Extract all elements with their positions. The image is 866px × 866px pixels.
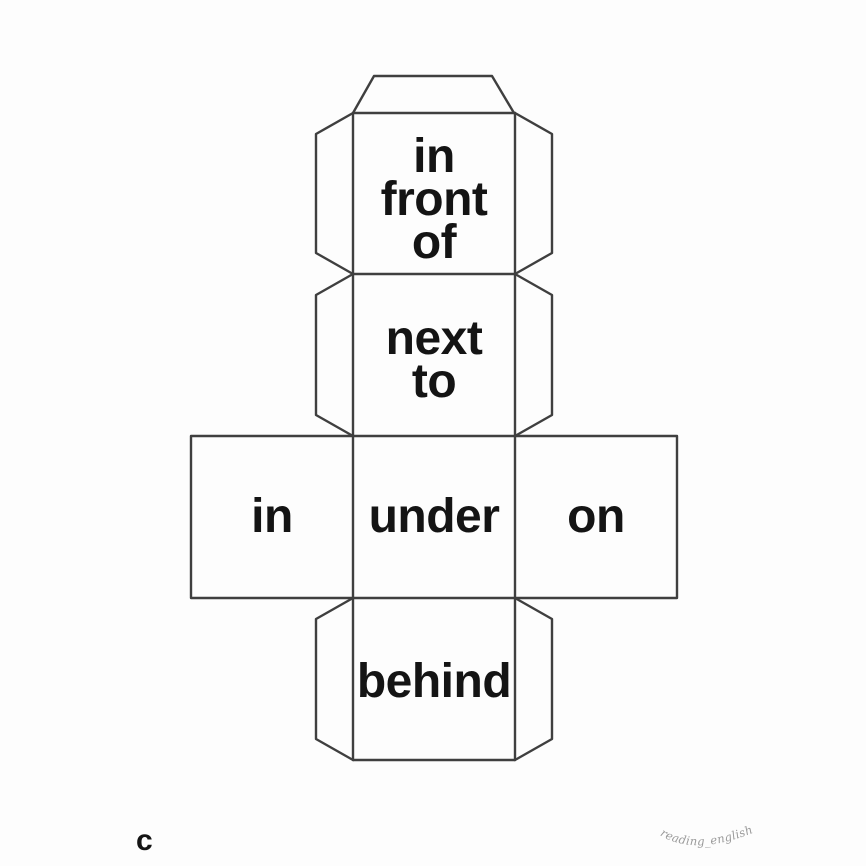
face-text-line: behind	[356, 655, 512, 709]
face-label-in: in	[191, 436, 353, 598]
glue-flap-right-1	[513, 111, 554, 276]
face-text-line: in	[251, 490, 293, 544]
glue-flap-right-2	[513, 272, 554, 438]
face-text-line: in	[413, 129, 455, 183]
face-text-line: under	[368, 490, 500, 544]
glue-flap-left-3	[314, 596, 355, 762]
page-letter: c	[136, 824, 153, 857]
face-label-in-front-of: in front of	[353, 113, 515, 274]
watermark: reading_english	[658, 822, 755, 848]
face-label-under: under	[353, 436, 515, 598]
face-text-line: to	[411, 355, 457, 408]
glue-flap-left-2	[314, 272, 355, 438]
middle-row-outline	[189, 434, 679, 600]
face-text-line: of	[411, 216, 457, 270]
top-glue-flap	[351, 74, 516, 115]
face-text-line: on	[567, 490, 625, 544]
face-text-line: next	[385, 311, 483, 365]
face-label-behind: behind	[353, 598, 515, 760]
glue-flap-left-1	[314, 111, 355, 276]
glue-flap-right-3	[513, 596, 554, 762]
face-label-on: on	[515, 436, 677, 598]
face-label-next-to: next to	[353, 274, 515, 436]
watermark-text: reading_english	[658, 822, 755, 848]
face-text-line: front	[380, 172, 488, 226]
